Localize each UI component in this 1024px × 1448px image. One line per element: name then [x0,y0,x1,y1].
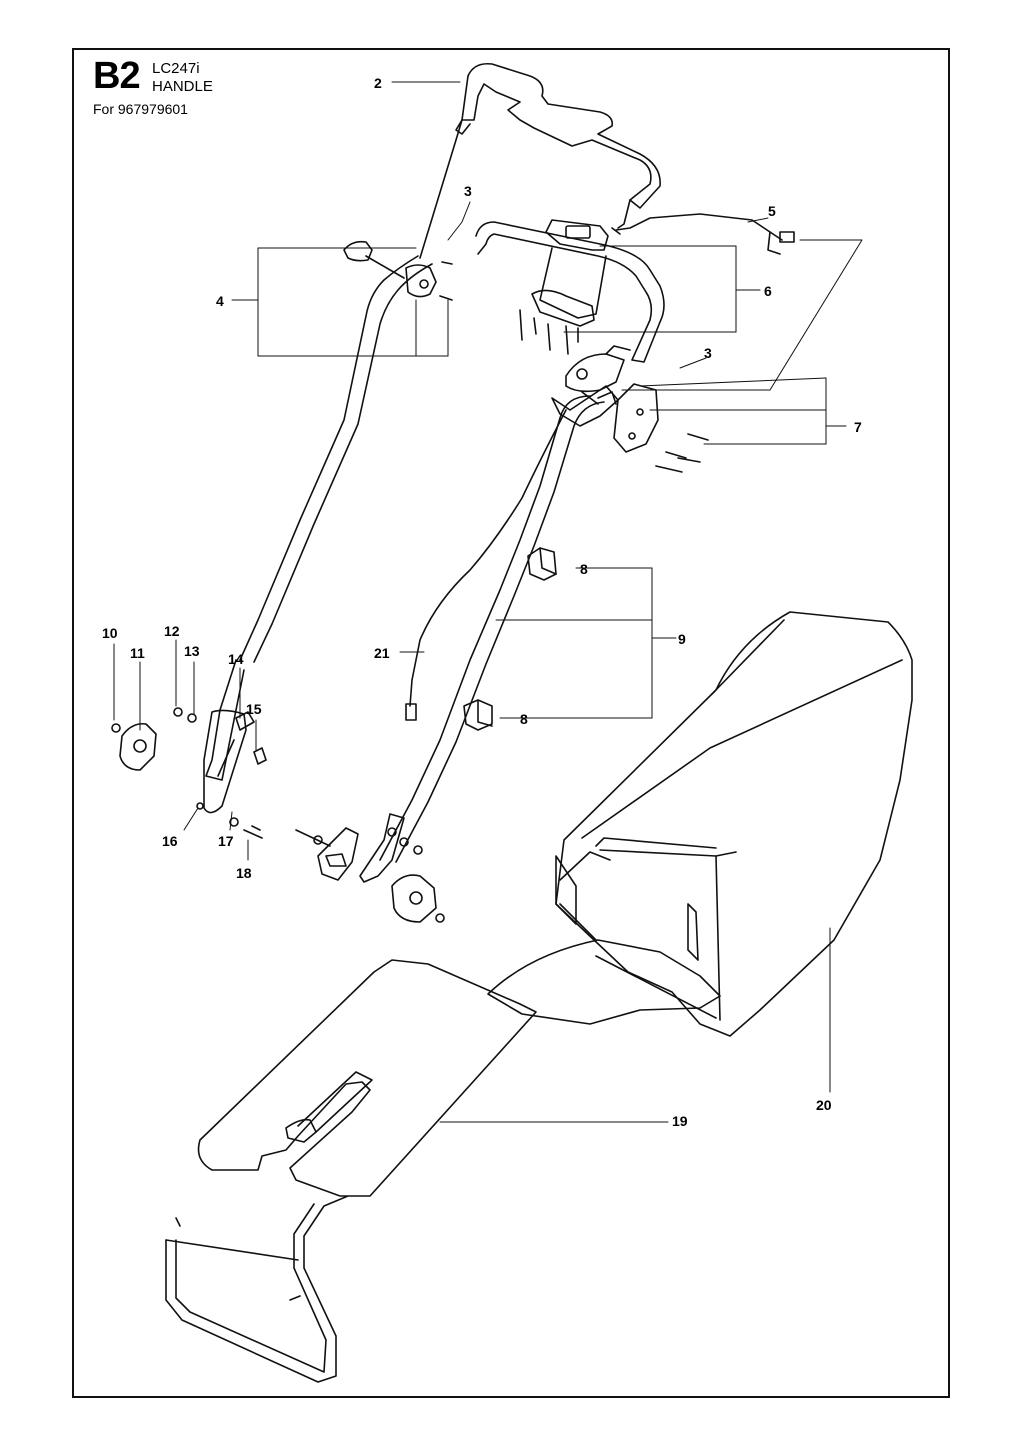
grass-collector-bag [487,611,913,1037]
callout-2: 2 [374,75,382,91]
callout-9: 9 [678,631,686,647]
callout-3-upper: 3 [464,183,472,199]
callout-13: 13 [184,643,200,659]
cable-clip-upper [527,547,557,581]
callout-6: 6 [764,283,772,299]
callout-21: 21 [374,645,390,661]
callout-5: 5 [768,203,776,219]
callout-8-upper: 8 [580,561,588,577]
callout-12: 12 [164,623,180,639]
main-handle-frame [205,221,665,883]
callout-18: 18 [236,865,252,881]
callout-7: 7 [854,419,862,435]
callout-16: 16 [162,833,178,849]
cable-harness [611,213,795,255]
leader-lines [113,81,863,1123]
collector-frame [165,959,537,1383]
callout-14: 14 [228,651,244,667]
model-name: LC247i [152,60,200,77]
serial-reference: For 967979601 [93,101,188,117]
callout-19: 19 [672,1113,688,1129]
callout-8-lower: 8 [520,711,528,727]
diagram-frame [72,48,950,1398]
callout-20: 20 [816,1097,832,1113]
section-code: B2 [93,55,141,97]
callout-15: 15 [246,701,262,717]
cable-clip-lower [463,699,493,731]
callout-17: 17 [218,833,234,849]
switch-housing [597,383,709,473]
callout-3-lower: 3 [704,345,712,361]
left-knob-assembly [111,707,267,839]
callout-10: 10 [102,625,118,641]
upper-handle-bar [419,62,661,259]
handle-clamp-assembly [343,240,453,301]
right-knob-assembly [295,827,445,923]
control-box-assembly [519,219,609,355]
control-cable [405,409,567,721]
assembly-title: HANDLE [152,78,213,95]
callout-4: 4 [216,293,224,309]
callout-11: 11 [130,645,145,661]
